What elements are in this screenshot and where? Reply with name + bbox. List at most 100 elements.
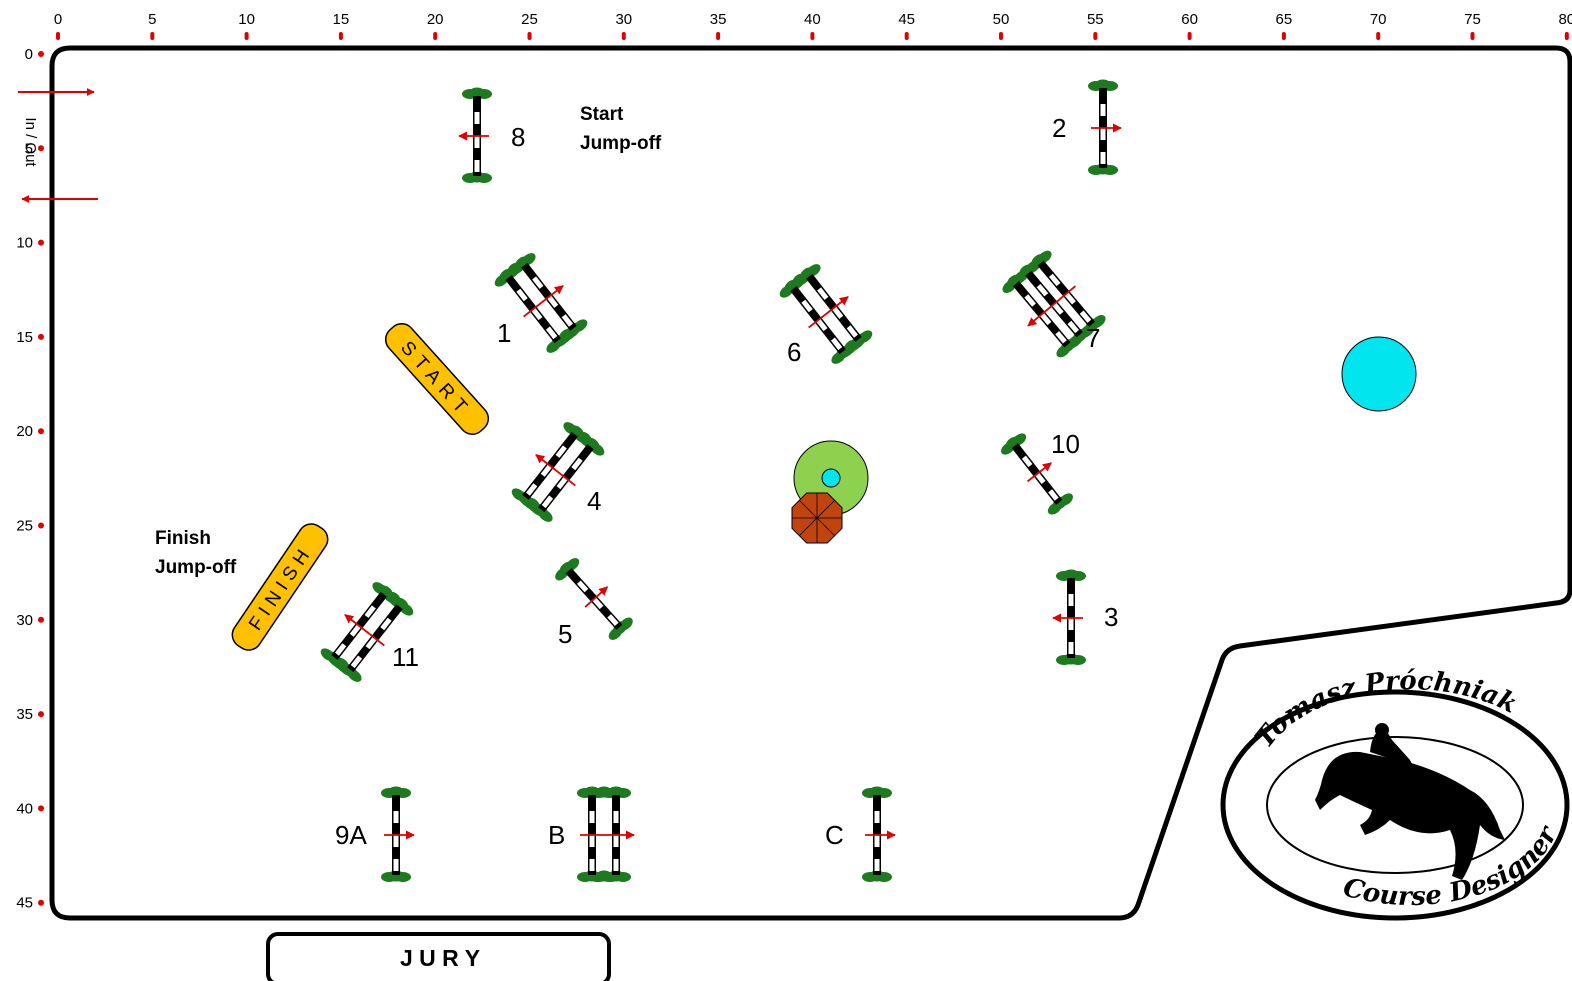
ruler-top-label: 70 bbox=[1370, 11, 1387, 28]
ruler-left-dot bbox=[38, 522, 44, 529]
obstacle-3 bbox=[1052, 569, 1086, 665]
ruler-top-tick bbox=[1376, 32, 1381, 40]
direction-arrow-icon bbox=[808, 296, 849, 329]
ruler-top-tick bbox=[1470, 32, 1475, 40]
finish-jumpoff-line2: Jump-off bbox=[155, 557, 237, 578]
ruler-left-label: 40 bbox=[16, 800, 33, 817]
ruler-top-tick bbox=[433, 32, 438, 40]
ruler-top-tick bbox=[1564, 32, 1569, 40]
ruler-top-tick bbox=[244, 32, 249, 40]
ruler-left-dot bbox=[38, 616, 44, 623]
finish-board: FINISH bbox=[231, 523, 329, 651]
in-out-label: In / Out bbox=[22, 117, 39, 167]
ruler-top-label: 5 bbox=[148, 11, 156, 28]
ruler-top-label: 45 bbox=[898, 11, 915, 28]
ruler-top-label: 55 bbox=[1087, 11, 1104, 28]
ruler-top-tick bbox=[810, 32, 815, 40]
ruler-left-dot bbox=[38, 145, 44, 152]
ruler-top-tick bbox=[621, 32, 626, 40]
ruler-top-label: 15 bbox=[333, 11, 350, 28]
ruler-top-label: 40 bbox=[804, 11, 821, 28]
obstacle-1 bbox=[494, 253, 588, 353]
obstacle-number-11: 11 bbox=[392, 642, 419, 672]
ruler-left-dot bbox=[38, 805, 44, 812]
ruler-left-label: 25 bbox=[16, 518, 33, 535]
ruler-left-dot bbox=[38, 428, 44, 435]
obstacles bbox=[320, 79, 1122, 882]
obstacle-b bbox=[577, 786, 635, 882]
obstacle-10 bbox=[1001, 433, 1073, 515]
obstacle-7 bbox=[1002, 250, 1106, 358]
direction-arrow-icon bbox=[1027, 285, 1077, 327]
ruler-left-label: 0 bbox=[25, 46, 33, 63]
ruler-top-label: 0 bbox=[54, 11, 62, 28]
umbrella-icon bbox=[791, 492, 843, 544]
ruler-top-label: 25 bbox=[521, 11, 538, 28]
ruler-top-tick bbox=[150, 32, 155, 40]
ruler-top-tick bbox=[904, 32, 909, 40]
direction-arrow-icon bbox=[1026, 462, 1052, 483]
ruler-left-label: 20 bbox=[16, 423, 33, 440]
direction-arrow-icon bbox=[535, 454, 576, 487]
ruler-top-label: 60 bbox=[1181, 11, 1198, 28]
obstacle-number-8: 8 bbox=[511, 122, 525, 152]
direction-arrow-icon bbox=[344, 614, 385, 647]
obstacle-number-5: 5 bbox=[558, 619, 572, 649]
obstacle-number-b: B bbox=[548, 820, 565, 850]
ruler-top-tick bbox=[527, 32, 532, 40]
ruler-top-label: 10 bbox=[238, 11, 255, 28]
ruler-top-tick bbox=[338, 32, 343, 40]
ruler-top-tick bbox=[56, 32, 60, 40]
course-designer-logo: Tomasz Próchniak Course Designer bbox=[1220, 666, 1570, 921]
finish-label: FINISH bbox=[245, 541, 317, 634]
ruler-left-dot bbox=[38, 239, 44, 246]
ruler-left-dot bbox=[38, 333, 44, 340]
center-island bbox=[791, 440, 869, 544]
obstacle-number-10: 10 bbox=[1051, 429, 1080, 459]
ruler-top-tick bbox=[999, 32, 1003, 40]
ruler-top-label: 65 bbox=[1276, 11, 1293, 28]
arena-boundary bbox=[49, 45, 1572, 921]
ruler-top-label: 20 bbox=[427, 11, 444, 28]
ruler-left-label: 15 bbox=[16, 329, 33, 346]
water-pool bbox=[1341, 336, 1417, 412]
obstacle-4 bbox=[511, 422, 605, 522]
obstacle-11 bbox=[320, 582, 414, 682]
ruler-top-label: 75 bbox=[1464, 11, 1481, 28]
obstacle-2 bbox=[1088, 79, 1122, 175]
start-jumpoff-line2: Jump-off bbox=[580, 133, 662, 154]
direction-arrow-icon bbox=[584, 586, 609, 608]
ruler-top-label: 30 bbox=[615, 11, 632, 28]
small-water bbox=[821, 468, 841, 488]
obstacle-number-1: 1 bbox=[497, 318, 511, 348]
ruler-left-label: 10 bbox=[16, 235, 33, 252]
ruler-left-dot bbox=[38, 899, 44, 906]
obstacle-number-7: 7 bbox=[1086, 323, 1100, 353]
ruler-left: 0 5 10 15 20 25 30 35 40 45 bbox=[16, 46, 44, 912]
ruler-top-tick bbox=[716, 32, 721, 40]
start-board: START bbox=[384, 323, 490, 435]
obstacle-5 bbox=[555, 558, 633, 640]
obstacle-number-3: 3 bbox=[1104, 602, 1118, 632]
ruler-top-tick bbox=[1187, 32, 1192, 40]
ruler-left-label: 45 bbox=[16, 895, 33, 912]
obstacle-8 bbox=[458, 87, 492, 183]
finish-jumpoff-line1: Finish bbox=[155, 528, 211, 549]
start-label: START bbox=[396, 337, 476, 422]
ruler-left-dot bbox=[38, 711, 44, 718]
ruler-left-label: 5 bbox=[25, 140, 33, 157]
direction-arrow-icon bbox=[523, 285, 564, 318]
ruler-top-label: 80 bbox=[1558, 11, 1572, 28]
ruler-left-label: 30 bbox=[16, 612, 33, 629]
in-out-marker: In / Out bbox=[18, 88, 98, 203]
jury-box: J U R Y bbox=[266, 932, 611, 981]
obstacle-number-6: 6 bbox=[787, 337, 801, 367]
obstacle-9a bbox=[381, 786, 415, 882]
start-jumpoff-line1: Start bbox=[580, 104, 624, 125]
obstacle-number-2: 2 bbox=[1052, 113, 1066, 143]
ruler-left-label: 35 bbox=[16, 706, 33, 723]
obstacle-number-4: 4 bbox=[587, 486, 601, 516]
obstacle-number-9a: 9A bbox=[335, 820, 367, 850]
obstacle-numbers: 8 2 1 6 7 10 4 5 3 11 9A B C bbox=[335, 113, 1118, 850]
ruler-top-label: 50 bbox=[993, 11, 1010, 28]
